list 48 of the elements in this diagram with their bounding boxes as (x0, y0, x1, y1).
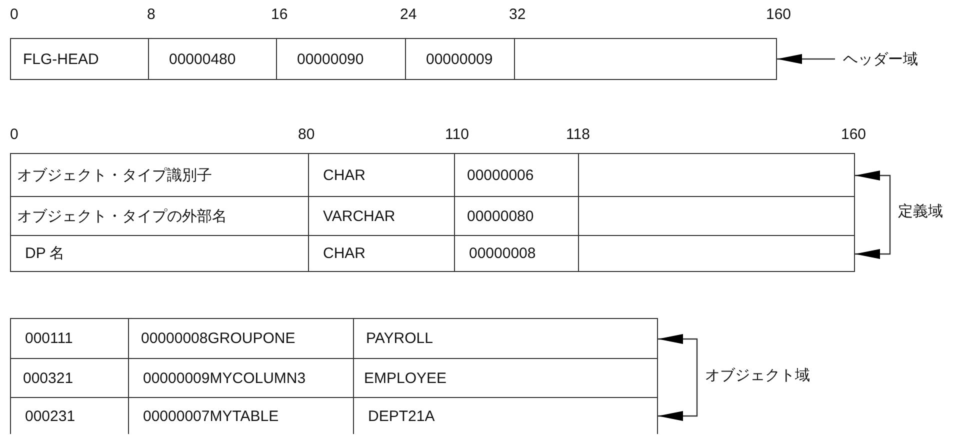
table-cell-text: 00000009MYCOLUMN3 (143, 370, 306, 386)
table-cell-text: 00000007MYTABLE (143, 408, 279, 424)
area-label: 定義域 (898, 202, 943, 221)
table-cell-text: CHAR (323, 245, 366, 262)
table-cell-text: 000231 (25, 408, 76, 424)
table-cell-text: オブジェクト・タイプ識別子 (17, 166, 212, 184)
scale-number: 160 (841, 126, 866, 143)
table-row (11, 359, 658, 398)
table-cell-text: 00000008 (469, 245, 536, 262)
scale-number: 118 (566, 126, 590, 143)
table-cell-text: DP 名 (25, 244, 65, 263)
table-cell-text: 000111 (25, 330, 73, 347)
table-row (11, 154, 855, 197)
table-cell-text: FLG-HEAD (23, 50, 99, 68)
table-cell-text: 000321 (23, 370, 74, 386)
scale-number: 110 (445, 126, 469, 143)
arrow (658, 374, 698, 421)
table-cell-text: 00000006 (467, 166, 534, 184)
table-cell-text: PAYROLL (366, 330, 433, 347)
arrow (855, 210, 891, 259)
table-cell-text: 00000009 (426, 50, 493, 68)
area-label: ヘッダー域 (843, 50, 918, 69)
table-cell-text: オブジェクト・タイプの外部名 (17, 206, 227, 226)
record-table (10, 153, 855, 272)
scale-number: 32 (509, 6, 526, 23)
table-row (11, 319, 658, 359)
arrow (658, 334, 698, 376)
table-cell-text: 00000480 (169, 50, 236, 68)
scale-number: 160 (766, 6, 792, 23)
table-cell-text: CHAR (323, 166, 366, 184)
table-row (11, 197, 855, 236)
scale-number: 0 (10, 126, 18, 143)
scale-number: 24 (400, 6, 417, 23)
record-table (10, 318, 658, 434)
scale-number: 16 (271, 6, 288, 23)
table-cell-text: 00000090 (297, 50, 364, 68)
table-cell-text: VARCHAR (323, 208, 396, 224)
table-cell-text: 00000080 (467, 208, 534, 224)
area-label: オブジェクト域 (705, 366, 810, 385)
scale-number: 8 (147, 6, 156, 23)
scale-number: 80 (298, 126, 315, 143)
arrow (855, 170, 891, 212)
scale-number: 0 (10, 6, 18, 23)
table-cell-text: EMPLOYEE (364, 370, 447, 386)
table-cell-text: DEPT21A (368, 408, 435, 424)
table-cell-text: 00000008GROUPONE (141, 330, 296, 347)
record-row (10, 38, 777, 80)
arrow (777, 54, 835, 64)
